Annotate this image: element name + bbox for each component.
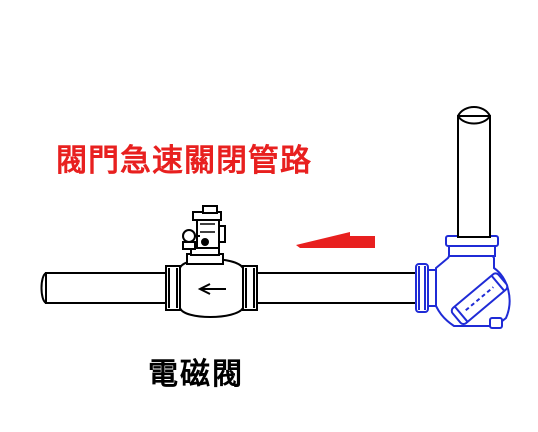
pipe-flange [415, 263, 437, 313]
solenoid-valve [165, 205, 258, 318]
pipe-vertical-segment [457, 106, 491, 238]
y-strainer-fitting [435, 235, 511, 329]
pipe-middle-segment [255, 272, 417, 304]
valve-label: 電磁閥 [148, 357, 244, 392]
pipe-left-segment [40, 272, 172, 304]
diagram-title: 閥門急速關閉管路 [56, 143, 312, 179]
valve-arrow-icon [197, 283, 226, 295]
flow-arrow-icon [296, 232, 375, 248]
